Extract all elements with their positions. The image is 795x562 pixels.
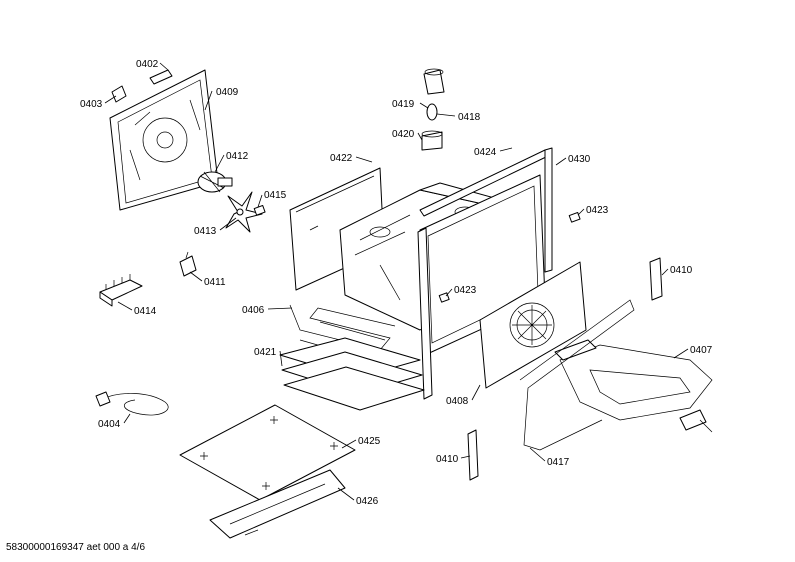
fan-blade-part [225, 191, 263, 233]
nut-part-0415 [253, 204, 266, 216]
document-reference-footer: 58300000169347 aet 000 a 4/6 [6, 542, 146, 553]
label-0425: 0425 [358, 436, 381, 447]
fan-motor-part [197, 171, 233, 193]
label-0402: 0402 [136, 59, 159, 70]
element-bracket-part [679, 409, 713, 433]
nut-part-0423-right [568, 211, 581, 223]
bottom-plate-part [179, 404, 356, 501]
label-0409: 0409 [216, 87, 239, 98]
lower-heating-element-part [554, 339, 713, 421]
front-rail-part [417, 227, 433, 400]
label-0410-right: 0410 [670, 265, 693, 276]
bottom-insulation-part [279, 337, 425, 411]
label-0419: 0419 [392, 99, 415, 110]
label-0414: 0414 [134, 306, 157, 317]
label-0403: 0403 [80, 99, 103, 110]
sensor-part-0411 [179, 251, 197, 277]
label-0424: 0424 [474, 147, 497, 158]
label-0406: 0406 [242, 305, 265, 316]
clip-part-0402 [149, 69, 173, 85]
side-rail-part-0430 [544, 147, 553, 273]
label-0418: 0418 [458, 112, 481, 123]
lamp-bulb-part [426, 103, 438, 121]
label-0423-left: 0423 [454, 285, 477, 296]
terminal-block-part [99, 274, 143, 307]
leader-lines [104, 62, 689, 501]
power-cord-part [95, 391, 169, 416]
label-0411: 0411 [204, 277, 226, 288]
bottom-tray-part [209, 469, 346, 539]
label-0410-bottom: 0410 [436, 454, 459, 465]
part-labels: 0402 0403 0409 0412 0415 0413 0411 0414 … [80, 59, 713, 507]
label-0422: 0422 [330, 153, 353, 164]
bracket-part-0410-right [649, 257, 663, 301]
label-0426: 0426 [356, 496, 379, 507]
label-0407: 0407 [690, 345, 713, 356]
label-0417: 0417 [547, 457, 570, 468]
label-0420: 0420 [392, 129, 415, 140]
label-0404: 0404 [98, 419, 121, 430]
label-0421: 0421 [254, 347, 277, 358]
label-0415: 0415 [264, 190, 287, 201]
label-0430: 0430 [568, 154, 591, 165]
label-0413: 0413 [194, 226, 217, 237]
lamp-cover-part [423, 68, 445, 95]
fan-cover-panel-part [479, 261, 587, 389]
lamp-socket-part [421, 130, 443, 151]
bracket-part-0403 [111, 85, 127, 103]
label-0423-right: 0423 [586, 205, 609, 216]
label-0412: 0412 [226, 151, 249, 162]
label-0408: 0408 [446, 396, 469, 407]
bracket-part-0410-bottom [467, 429, 479, 481]
ring-heating-element-part [519, 299, 635, 451]
